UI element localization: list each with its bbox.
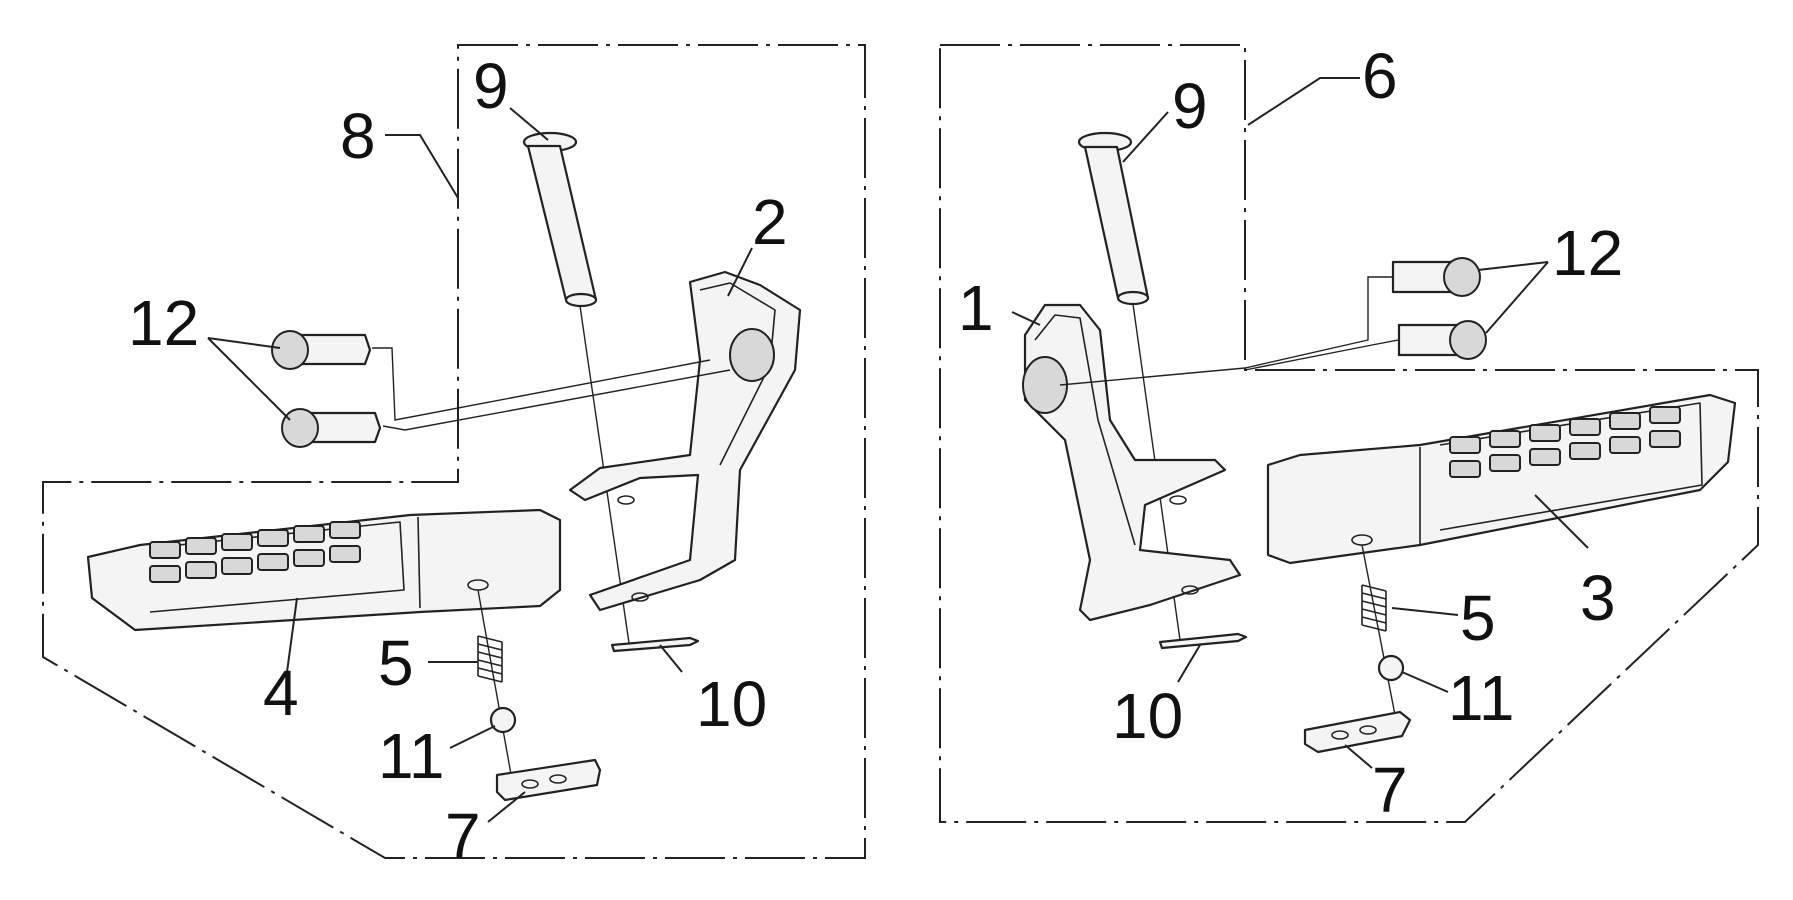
- left-pin-callout: 9: [473, 50, 509, 122]
- right-bolts-leader-bottom: [1485, 261, 1549, 334]
- right-spring: [1361, 584, 1387, 632]
- left-pin-leader: [509, 107, 549, 141]
- right-spring-callout: 5: [1460, 582, 1496, 654]
- right-pin-callout: 9: [1172, 70, 1208, 142]
- left-bolts-leader-top: [207, 337, 281, 349]
- left-bracket-leader: [727, 247, 753, 297]
- left-group-outline: [42, 44, 866, 859]
- right-bolts: [1059, 257, 1487, 386]
- right-footpeg-callout: 3: [1580, 562, 1616, 634]
- left-bolts: [271, 330, 731, 448]
- right-plate-callout: 7: [1372, 754, 1408, 826]
- right-ball-callout: 11: [1448, 662, 1514, 734]
- left-footpeg: [86, 508, 562, 781]
- left-plate-leader: [487, 791, 526, 823]
- right-bracket-callout: 1: [958, 272, 994, 344]
- right-clip: [1158, 632, 1248, 650]
- right-footpeg: [1266, 393, 1737, 716]
- right-group-callout: 6: [1362, 40, 1398, 112]
- left-spring-callout: 5: [378, 627, 414, 699]
- right-ball: [1377, 654, 1405, 682]
- left-ball-callout: 11: [378, 720, 444, 792]
- left-clip: [610, 636, 700, 653]
- right-bracket-leader: [1011, 311, 1041, 326]
- left-footpeg-leader: [286, 597, 298, 673]
- right-bracket: [1022, 303, 1242, 622]
- left-bracket: [568, 270, 802, 612]
- right-clip-leader: [1177, 644, 1201, 683]
- right-spring-leader: [1391, 607, 1459, 616]
- left-pin: [522, 131, 631, 651]
- left-spring: [477, 635, 503, 683]
- right-plate: [1303, 710, 1412, 754]
- left-footpeg-grip: [149, 521, 361, 583]
- left-bolts-callout: 12: [128, 287, 199, 359]
- right-footpeg-leader: [1534, 494, 1589, 549]
- left-plate: [495, 758, 602, 802]
- right-pin-leader: [1122, 111, 1169, 163]
- left-ball-leader: [449, 725, 496, 749]
- left-bracket-callout: 2: [752, 186, 788, 258]
- left-clip-leader: [659, 644, 683, 673]
- left-footpeg-callout: 4: [263, 657, 299, 729]
- right-group-leader: [1247, 77, 1360, 126]
- left-plate-callout: 7: [445, 800, 481, 872]
- left-bolts-leader-bottom: [207, 337, 291, 421]
- right-bolts-leader-top: [1477, 261, 1549, 271]
- right-assembly: 6 9 1 12 3 5 11 7 10: [939, 40, 1759, 826]
- right-ball-leader: [1401, 671, 1449, 693]
- right-bolts-callout: 12: [1552, 217, 1623, 289]
- left-assembly: 8 9 2 12 4 5 11 7 10: [42, 44, 866, 872]
- right-group-outline: [939, 44, 1759, 823]
- left-group-callout: 8: [340, 100, 376, 172]
- right-plate-leader: [1344, 744, 1373, 769]
- left-clip-callout: 10: [696, 668, 767, 740]
- left-ball: [489, 706, 517, 734]
- right-footpeg-grip: [1449, 406, 1681, 478]
- right-clip-callout: 10: [1112, 680, 1183, 752]
- left-group-leader: [385, 134, 459, 199]
